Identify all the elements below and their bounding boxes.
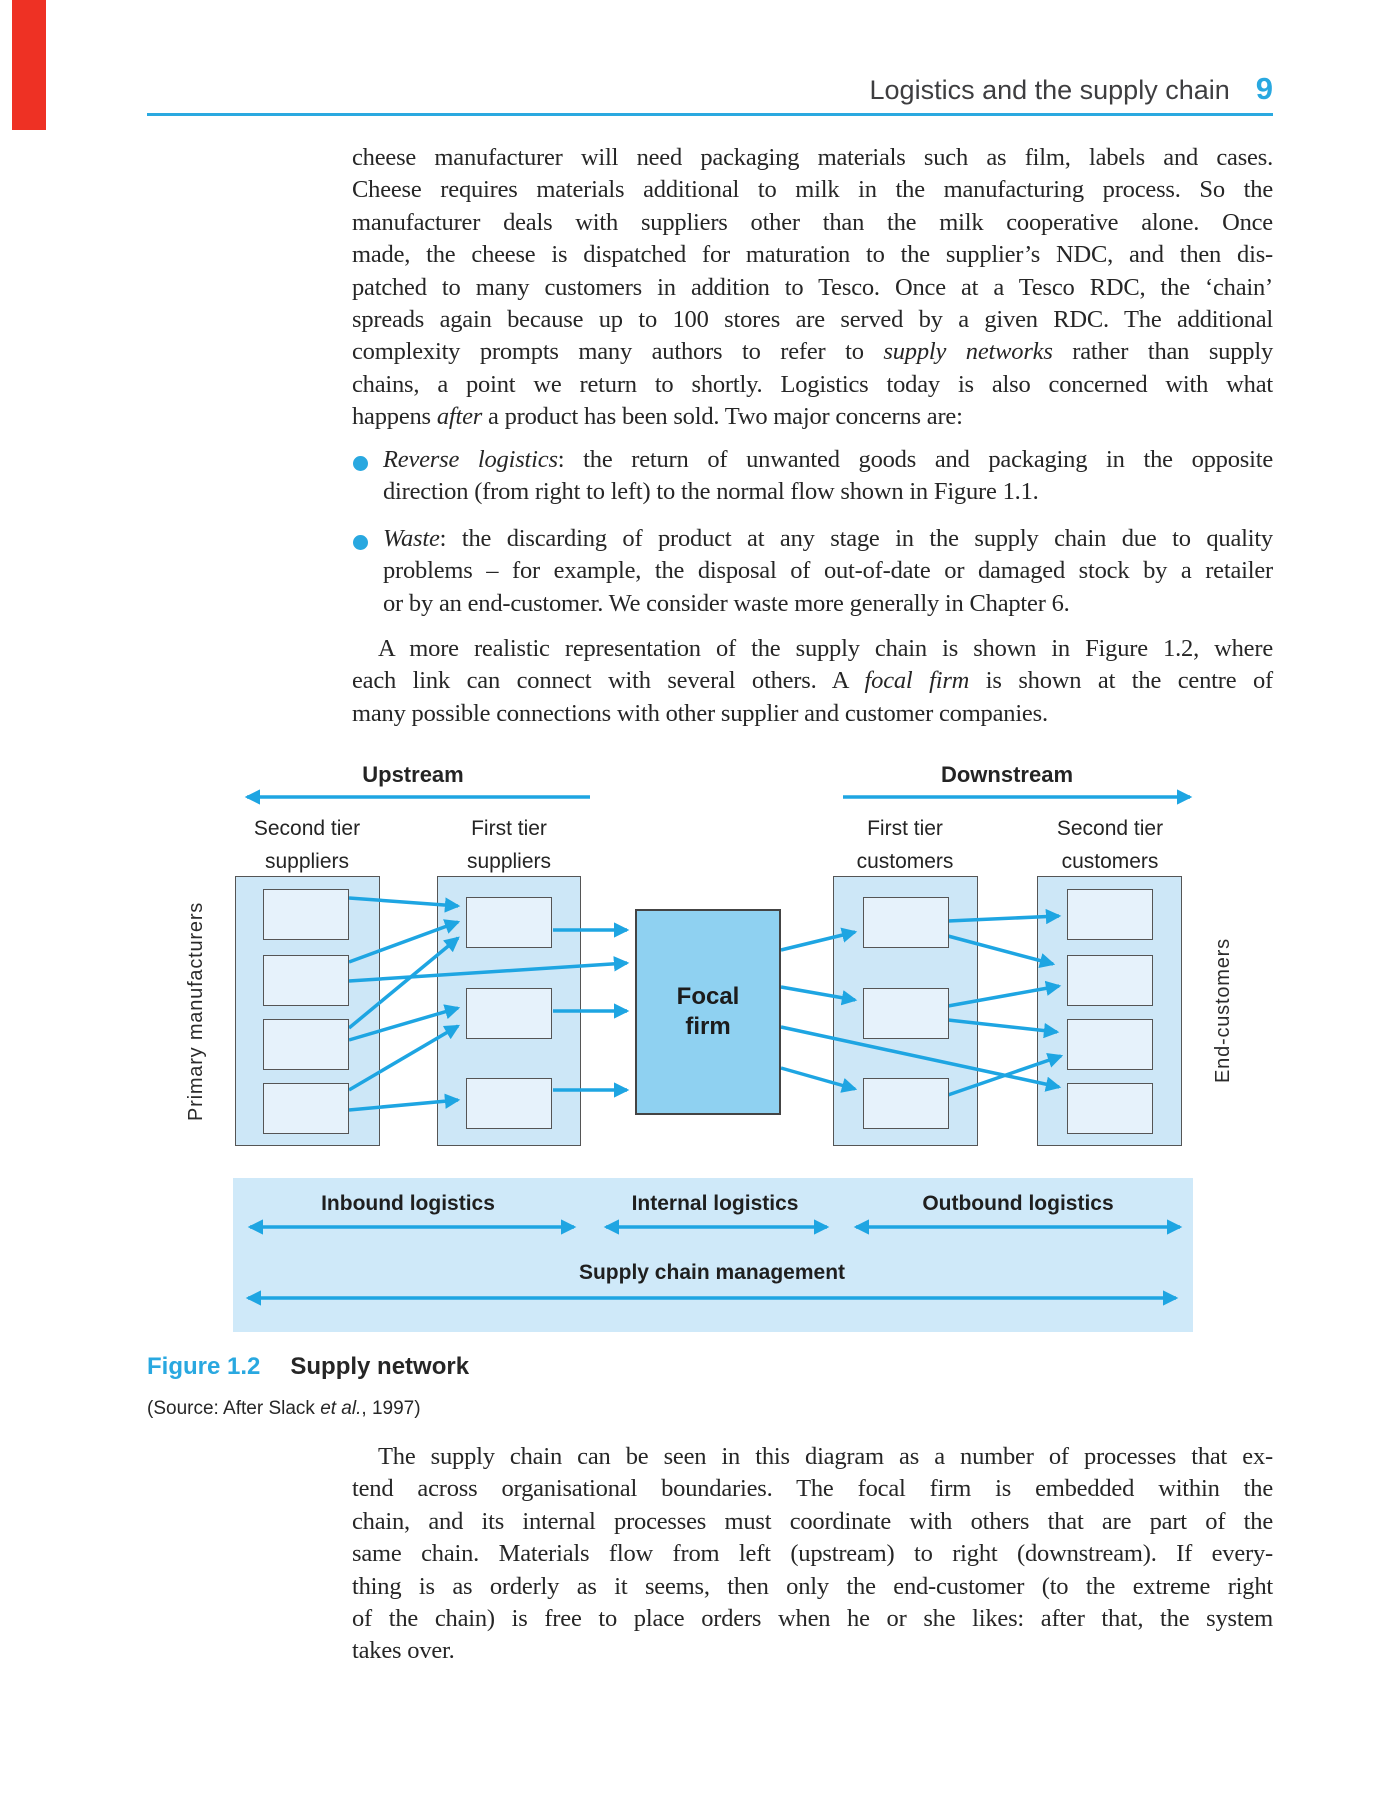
header-rule	[147, 113, 1273, 116]
bullet-text: Reverse logistics: the return of unwante…	[383, 444, 1273, 509]
downstream-label: Downstream	[940, 762, 1074, 787]
text-line: takes over.	[352, 1637, 455, 1665]
focal-firm-box: Focal firm	[635, 909, 781, 1115]
figure-caption: Figure 1.2 Supply network	[147, 1353, 469, 1381]
text-line: complexity prompts many authors to refer…	[352, 338, 1273, 366]
logistics-band	[233, 1178, 1193, 1332]
text-line: spreads again because up to 100 stores a…	[352, 306, 1273, 334]
supplier1-box	[466, 988, 552, 1039]
supplier2-box	[263, 889, 349, 940]
supplier2-box	[263, 1083, 349, 1134]
col-label-first-tier-suppliers: First tier suppliers	[466, 817, 552, 873]
text-line: chain, and its internal processes must c…	[352, 1507, 1273, 1535]
text-line: thing is as orderly as it seems, then on…	[352, 1572, 1273, 1600]
text-line: patched to many customers in addition to…	[352, 273, 1273, 301]
bullet-text: Waste: the discarding of product at any …	[383, 523, 1273, 620]
text-line: made, the cheese is dispatched for matur…	[352, 241, 1273, 269]
text-line: happens after a product has been sold. T…	[352, 403, 963, 431]
text-line: each link can connect with several other…	[352, 667, 1273, 695]
running-header-title: Logistics and the supply chain	[869, 75, 1230, 105]
text-line: problems – for example, the disposal of …	[383, 557, 1273, 585]
figure-source: (Source: After Slack et al., 1997)	[147, 1398, 421, 1419]
supply-chain-management-label: Supply chain management	[578, 1261, 846, 1284]
outbound-logistics-label: Outbound logistics	[922, 1192, 1114, 1215]
text-line: The supply chain can be seen in this dia…	[378, 1443, 1273, 1470]
text-line: tend across organisational boundaries. T…	[352, 1475, 1273, 1503]
customer2-box	[1067, 1083, 1153, 1134]
text-line: cheese manufacturer will need packaging …	[352, 144, 1273, 171]
supplier1-box	[466, 897, 552, 948]
inbound-logistics-label: Inbound logistics	[321, 1192, 495, 1215]
supplier1-box	[466, 1078, 552, 1129]
text-line: manufacturer deals with suppliers other …	[352, 208, 1273, 236]
col-label-first-tier-customers: First tier customers	[856, 817, 954, 873]
end-customers-label: End-customers	[1212, 938, 1234, 1084]
text-line: Waste: the discarding of product at any …	[383, 525, 1273, 552]
chapter-bleed-tab	[12, 0, 46, 130]
paragraph-3: A more realistic representation of the s…	[352, 633, 1273, 730]
running-header: Logistics and the supply chain 9	[700, 71, 1273, 107]
bullet-marker-icon	[353, 535, 368, 550]
figure-caption-title: Supply network	[290, 1353, 470, 1380]
internal-logistics-label: Internal logistics	[631, 1192, 799, 1215]
primary-manufacturers-label: Primary manufacturers	[185, 901, 207, 1121]
text-line: of the chain) is free to place orders wh…	[352, 1605, 1273, 1633]
closing-paragraph: The supply chain can be seen in this dia…	[352, 1441, 1273, 1668]
text-line: same chain. Materials flow from left (up…	[352, 1540, 1273, 1568]
text-line: Cheese requires materials additional to …	[352, 176, 1273, 204]
figure-caption-number: Figure 1.2	[147, 1353, 261, 1380]
text-line: A more realistic representation of the s…	[378, 635, 1273, 662]
page-number: 9	[1255, 71, 1273, 106]
text-line: direction (from right to left) to the no…	[383, 478, 1039, 506]
bullet-item-reverse-logistics: Reverse logistics: the return of unwante…	[352, 444, 1273, 509]
customer1-box	[863, 897, 949, 948]
customer1-box	[863, 1078, 949, 1129]
bullet-item-waste: Waste: the discarding of product at any …	[352, 523, 1273, 620]
paragraph-1: cheese manufacturer will need packaging …	[352, 142, 1273, 434]
text-line: chains, a point we return to shortly. Lo…	[352, 370, 1273, 398]
text-line: many possible connections with other sup…	[352, 699, 1048, 727]
supplier2-box	[263, 955, 349, 1006]
text-line: Reverse logistics: the return of unwante…	[383, 446, 1273, 473]
supplier2-box	[263, 1019, 349, 1070]
customer1-box	[863, 988, 949, 1039]
col-label-second-tier-suppliers: Second tier suppliers	[253, 817, 361, 873]
col-label-second-tier-customers: Second tier customers	[1056, 817, 1164, 873]
upstream-label: Upstream	[362, 762, 464, 787]
text-line: or by an end-customer. We consider waste…	[383, 589, 1070, 617]
customer2-box	[1067, 1019, 1153, 1070]
customer2-box	[1067, 889, 1153, 940]
customer2-box	[1067, 955, 1153, 1006]
bullet-marker-icon	[353, 456, 368, 471]
